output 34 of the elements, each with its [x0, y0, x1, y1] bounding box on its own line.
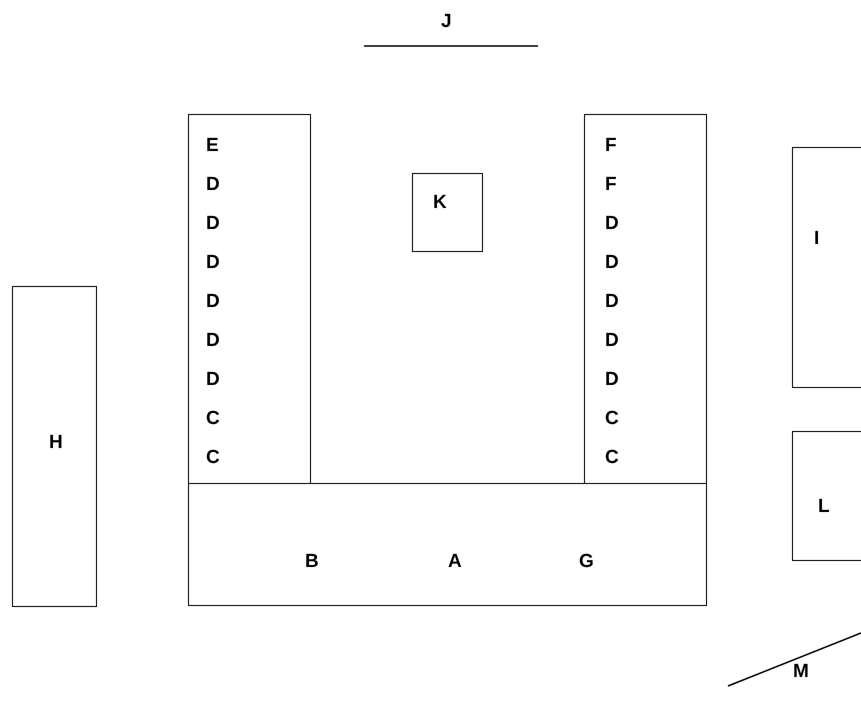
room-box — [792, 147, 861, 388]
room-label: C — [605, 447, 619, 469]
room-box — [188, 114, 311, 484]
room-label: A — [448, 551, 462, 573]
room-label: D — [206, 330, 220, 352]
room-label: H — [49, 432, 63, 454]
room-box — [12, 286, 97, 607]
room-label: C — [605, 408, 619, 430]
room-label: D — [206, 213, 220, 235]
room-label: K — [433, 192, 447, 214]
room-label: D — [605, 291, 619, 313]
room-label: D — [206, 291, 220, 313]
room-box — [412, 173, 483, 252]
room-label: D — [605, 369, 619, 391]
room-box — [792, 431, 861, 561]
room-label: C — [206, 447, 220, 469]
room-label: F — [605, 174, 617, 196]
room-box — [584, 114, 707, 484]
room-label: D — [605, 330, 619, 352]
room-label: E — [206, 135, 219, 157]
room-label: L — [818, 496, 830, 518]
room-label: D — [206, 252, 220, 274]
room-box — [188, 483, 707, 606]
room-label: D — [206, 369, 220, 391]
area-label: J — [441, 11, 452, 33]
room-label: I — [814, 228, 820, 250]
room-label: D — [605, 213, 619, 235]
room-label: D — [605, 252, 619, 274]
room-label: B — [305, 551, 319, 573]
area-label: M — [793, 661, 809, 683]
room-label: G — [579, 551, 594, 573]
room-label: F — [605, 135, 617, 157]
room-label: C — [206, 408, 220, 430]
room-label: D — [206, 174, 220, 196]
